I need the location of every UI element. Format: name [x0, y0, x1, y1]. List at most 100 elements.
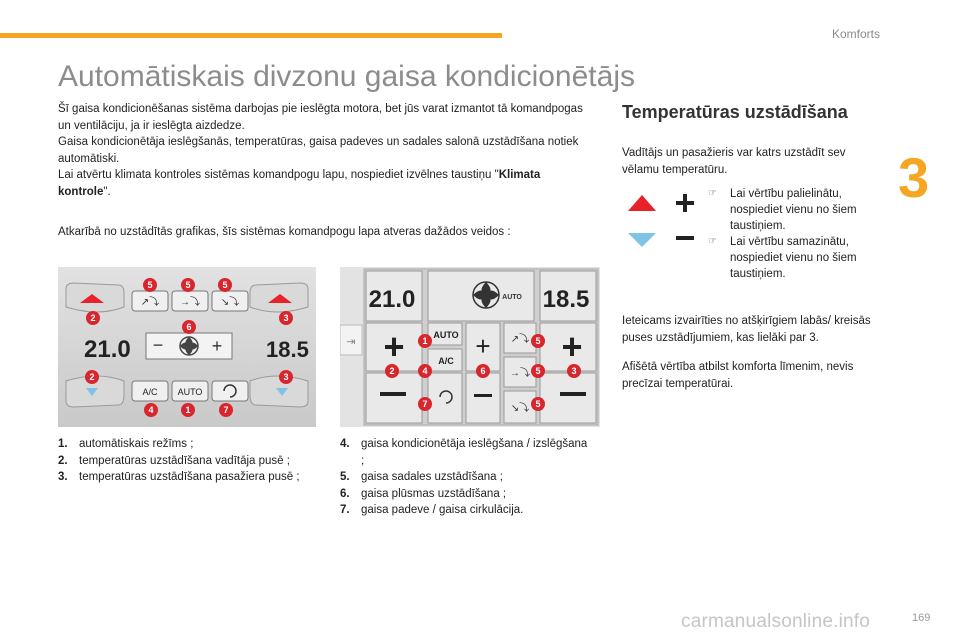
callouts: 1 5 2 4 6 5 3 7 5 — [385, 334, 581, 411]
legend-item: 3. temperatūras uzstādīšana pasažiera pus… — [58, 469, 328, 486]
pointer-icon: ☞ — [708, 188, 717, 199]
legend-number: 3. — [58, 471, 68, 483]
minus-icon — [474, 394, 492, 397]
up-arrow-icon — [80, 294, 104, 303]
fan-icon — [472, 281, 500, 309]
callout-6: 6 — [480, 366, 485, 376]
passenger-temp-up-button[interactable] — [249, 282, 309, 313]
minus-icon — [560, 392, 586, 396]
recirculation-button[interactable] — [211, 380, 249, 402]
legend-number: 5. — [340, 471, 350, 483]
passenger-temp-down-button[interactable] — [249, 375, 309, 408]
callout-2: 2 — [389, 366, 394, 376]
callout-5: 5 — [185, 280, 190, 290]
callout-1: 1 — [185, 405, 190, 415]
temperature-note: Afišētā vērtība atbilst komforta līmenim… — [622, 361, 854, 390]
intro-second: Atkarībā no uzstādītās grafikas, šīs sis… — [58, 226, 511, 238]
header-accent-bar — [0, 33, 502, 38]
pointer-icon: ☞ — [708, 236, 717, 247]
fan-auto-label: AUTO — [502, 294, 522, 301]
callout-5: 5 — [535, 399, 540, 409]
legend-text: gaisa kondicionētāja ieslēgšana / izslēg… — [361, 438, 588, 467]
plus-icon: + — [475, 331, 490, 361]
fan-speed-up-button[interactable]: + — [465, 322, 501, 372]
plus-icon — [676, 194, 694, 212]
fan-icon — [179, 336, 199, 356]
ac-button[interactable]: A/C — [131, 380, 169, 402]
auto-button-label: AUTO — [433, 330, 458, 340]
callout-3: 3 — [283, 372, 288, 382]
control-panel-type-1: ↗⤵ →⤵ ↘⤵ − + 21.0 18.5 A/C AUTO 2 5 — [58, 267, 316, 427]
air-distribution-buttons[interactable]: ↗⤵ →⤵ ↘⤵ — [131, 290, 249, 312]
legend-item: 7.gaisa padeve / gaisa cirkulācija. — [340, 502, 590, 519]
page-number: 169 — [912, 612, 931, 624]
legend-item: 4. gaisa kondicionētāja ieslēgšana / izsl… — [340, 436, 590, 469]
ac-button-label: A/C — [438, 356, 454, 366]
auto-button[interactable]: AUTO — [427, 322, 463, 346]
driver-temp-display: 21.0 — [369, 286, 416, 313]
callout-3: 3 — [571, 366, 576, 376]
temperature-intro: Vadītājs un pasažieris var katrs uzstādī… — [622, 147, 846, 176]
legend-text: temperatūras uzstādīšana pasažiera pusē … — [79, 471, 300, 483]
control-panel-type-2-graphic: ⇥ 21.0 + 18.5 + — [339, 267, 600, 427]
auto-button-label: AUTO — [178, 387, 203, 397]
ac-button[interactable]: A/C — [427, 348, 463, 372]
callout-7: 7 — [422, 399, 427, 409]
callout-2: 2 — [90, 313, 95, 323]
legend-left: 1.automātiskais režīms ; 2.temperatūras … — [58, 436, 328, 486]
temperature-button-icons — [626, 193, 696, 253]
callout-5: 5 — [147, 280, 152, 290]
recirculation-icon — [439, 390, 453, 404]
section-label: Komforts — [832, 27, 881, 41]
bullet-increase: ☞ Lai vērtību palielinātu, nospiediet vie… — [708, 186, 883, 234]
callout-6: 6 — [186, 322, 191, 332]
driver-temp-up-button[interactable] — [65, 282, 125, 313]
legend-number: 4. — [340, 438, 350, 450]
legend-number: 1. — [58, 438, 68, 450]
fan-auto-strip[interactable]: AUTO — [427, 270, 535, 322]
fan-speed-down-button[interactable] — [465, 372, 501, 424]
callout-2: 2 — [89, 372, 94, 382]
legend-item: 6.gaisa plūsmas uzstādīšana ; — [340, 486, 590, 503]
bullet-text: Lai vērtību palielinātu, nospiediet vien… — [730, 188, 857, 232]
passenger-temp-up-button[interactable]: + — [539, 322, 597, 372]
svg-text:+: + — [212, 336, 223, 356]
driver-temp-up-button[interactable]: + — [365, 322, 423, 372]
down-arrow-icon — [86, 388, 98, 396]
driver-temp-down-button[interactable] — [65, 375, 125, 408]
minus-icon — [676, 236, 694, 240]
svg-text:↘⤵: ↘⤵ — [221, 296, 239, 308]
control-panel-type-2: ⇥ 21.0 + 18.5 + — [339, 267, 600, 427]
plus-icon: + — [561, 326, 582, 367]
down-arrow-icon — [628, 233, 656, 247]
air-distribution-buttons[interactable]: ↗⤵ →⤵ ↘⤵ — [503, 322, 537, 424]
callout-4: 4 — [148, 405, 153, 415]
auto-button[interactable]: AUTO — [171, 380, 209, 402]
bullet-decrease: ☞Lai vērtību samazinātu, nospiediet vien… — [708, 234, 883, 282]
driver-temp-down-button[interactable] — [365, 372, 423, 424]
passenger-temp-display: 18.5 — [266, 337, 309, 362]
svg-text:→⤵: →⤵ — [510, 367, 530, 379]
recirculation-button[interactable] — [427, 372, 463, 424]
driver-temp-display: 21.0 — [84, 336, 131, 363]
recirculation-icon — [223, 384, 237, 398]
svg-text:−: − — [153, 335, 164, 355]
up-arrow-icon — [268, 294, 292, 303]
page-title: Automātiskais divzonu gaisa kondicionētā… — [58, 60, 635, 93]
svg-text:→⤵: →⤵ — [180, 296, 200, 308]
minus-icon — [380, 392, 406, 396]
svg-text:↘⤵: ↘⤵ — [511, 402, 529, 414]
legend-number: 7. — [340, 504, 350, 516]
callout-7: 7 — [223, 405, 228, 415]
temperature-bullets: ☞ Lai vērtību palielinātu, nospiediet vie… — [708, 186, 883, 282]
intro-paragraph: Šī gaisa kondicionēšanas sistēma darboja… — [58, 101, 588, 200]
passenger-temp-down-button[interactable] — [539, 372, 597, 424]
callout-1: 1 — [422, 336, 427, 346]
callout-5: 5 — [535, 366, 540, 376]
legend-number: 6. — [340, 487, 350, 500]
legend-text: gaisa sadales uzstādīšana ; — [361, 471, 503, 483]
callout-4: 4 — [422, 366, 427, 376]
callout-3: 3 — [283, 313, 288, 323]
up-arrow-icon — [628, 195, 656, 211]
driver-temp-column: 21.0 + — [365, 270, 423, 424]
